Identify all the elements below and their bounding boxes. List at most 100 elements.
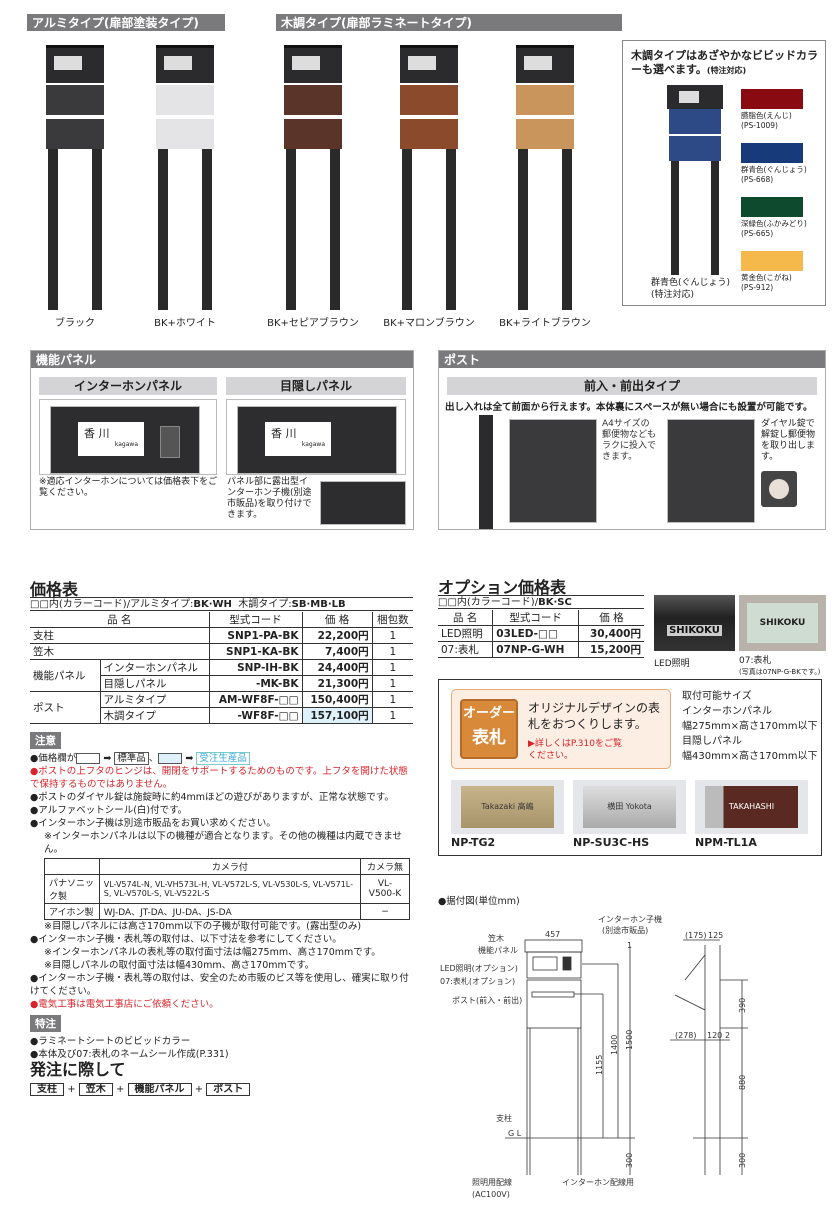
- color-swatch: [741, 251, 803, 271]
- function-panel-header: 機能パネル: [31, 351, 413, 368]
- row-code: SNP-IH-BK: [208, 659, 302, 676]
- post-type-title: 前入・前出タイプ: [447, 377, 817, 395]
- sample-text: TAKAHASHI: [705, 786, 798, 828]
- note-item: ●インターホン子機は別途市販品をお買い求めください。: [30, 818, 276, 829]
- led-caption: LED照明: [654, 659, 690, 669]
- row-name: 目隠しパネル: [99, 675, 210, 692]
- option-title: オプション価格表: [438, 578, 567, 597]
- row-code: -MK-BK: [208, 675, 302, 692]
- color-al: BK·WH: [193, 599, 232, 610]
- plus: +: [115, 1084, 125, 1095]
- badge-line2: 表札: [472, 728, 506, 748]
- nameplate-sample: 横田 Yokota: [573, 780, 686, 834]
- order-part: 笠木: [78, 1083, 113, 1096]
- color-note-text: □□内(カラーコード)/アルミタイプ:: [30, 599, 194, 610]
- post-section: ポスト 前入・前出タイプ 出し入れは全て前面から行えます。本体裏にスペースが無い…: [438, 350, 826, 530]
- order-formula: 支柱 + 笠木 + 機能パネル + ポスト: [30, 1080, 251, 1096]
- row-price: 21,300円: [301, 675, 373, 692]
- header-price: 価 格: [301, 612, 373, 628]
- row-price: 22,200円: [301, 627, 373, 644]
- led-photo-text: SHIKOKU: [667, 625, 722, 636]
- dim-1155: 1155: [595, 1055, 604, 1075]
- row-code: SNP1-PA-BK: [208, 627, 302, 644]
- nameplate-roman: kagawa: [301, 441, 325, 448]
- post-front-insert-photo: [509, 419, 597, 523]
- compat-header: カメラ付: [98, 858, 362, 875]
- post-insert-note: A4サイズの郵便物などもラクに投入できます。: [602, 419, 657, 462]
- swatch-label: 深緑色(ふかみどり)(PS-665): [741, 219, 807, 239]
- product-label: BK+ライトブラウン: [499, 318, 591, 329]
- swatch-name: 群青色(ぐんじょう): [741, 165, 807, 174]
- label-intercom-note: (別途市販品): [602, 925, 648, 935]
- product-label: ブラック: [55, 318, 95, 329]
- badge-line1: オーダー: [462, 706, 515, 721]
- intercom-panel-title: インターホンパネル: [39, 377, 217, 395]
- nameplate-photo-text: SHIKOKU: [747, 603, 818, 643]
- row-qty: 1: [371, 691, 413, 708]
- dim-1: 1: [627, 941, 632, 950]
- label-intercom: インターホン子機: [598, 914, 662, 924]
- nameplate: 香 川 kagawa: [265, 422, 331, 456]
- swatch-name: 深緑色(ふかみどり): [741, 219, 807, 228]
- option-color-note: □□内(カラーコード)/BK·SC: [438, 595, 644, 609]
- label-wiring-intercom: インターホン配線用: [562, 1177, 634, 1187]
- dim-120: 120: [707, 1031, 722, 1040]
- swatch-name: 臙脂色(えんじ): [741, 111, 792, 120]
- mailbox-product: [280, 45, 346, 310]
- header-qty: 梱包数: [371, 612, 413, 628]
- nameplate-kanji: 香 川: [271, 427, 297, 440]
- order-part: ポスト: [206, 1083, 251, 1096]
- row-group: 機能パネル: [30, 659, 100, 692]
- notes-header: 注意: [30, 732, 61, 749]
- vivid-caption: 群青色(ぐんじょう) (特注対応): [651, 277, 730, 301]
- note-item: ※目隠しパネルの取付面寸法は幅430mm、高さ170mmです。: [44, 960, 315, 971]
- label-ac: (AC100V): [472, 1190, 510, 1199]
- function-panel-section: 機能パネル インターホンパネル 目隠しパネル 香 川 kagawa 香 川 kaga…: [30, 350, 414, 530]
- compat-header: カメラ無: [360, 858, 410, 875]
- row-qty: 1: [371, 627, 413, 644]
- order-title: 発注に際して: [30, 1060, 126, 1079]
- blind-panel-note: パネル部に露出型インターホン子機(別途市販品)を取り付けできます。: [227, 477, 312, 520]
- note-item: ●ポストのダイヤル錠は施錠時に約4mmほどの遊びがありますが、正常な状態です。: [30, 792, 394, 803]
- dim-175: (175): [685, 931, 707, 940]
- mailbox-product: [512, 45, 578, 310]
- dim-1400: 1400: [610, 1035, 619, 1055]
- row-name: 木調タイプ: [99, 707, 210, 724]
- note-item: ●インターホン子機・表札等の取付は、安全のため市販のビス等を使用し、確実に取り付…: [30, 973, 409, 997]
- header-name: 品 名: [438, 610, 493, 626]
- label-led: LED照明(オプション): [440, 964, 518, 973]
- nameplate-caption-text: 07:表札: [739, 656, 772, 666]
- swatch-label: 黄金色(こがね)(PS-912): [741, 273, 792, 293]
- label-plate: 07:表札(オプション): [440, 976, 515, 986]
- special-header: 特注: [30, 1015, 61, 1032]
- intercom-panel-note: ※適応インターホンについては価格表下をご覧ください。: [39, 477, 218, 498]
- vivid-caption-note: (特注対応): [651, 290, 695, 300]
- blind-panel-title: 目隠しパネル: [226, 377, 406, 395]
- compat-no-camera: VL-V500-K: [360, 874, 410, 904]
- color-wood-label: 木調タイプ:: [238, 599, 292, 610]
- compat-header: [44, 858, 100, 875]
- wood-type-header: 木調タイプ(扉部ラミネートタイプ): [276, 14, 622, 31]
- nameplate-caption: 07:表札(写真は07NP-G-BKです。): [739, 656, 820, 678]
- color-swatch: [741, 89, 803, 109]
- size-line: 幅275mm×高さ170mm以下: [682, 721, 818, 732]
- custom-link[interactable]: ▶詳しくはP.310をご覧ください。: [528, 739, 622, 761]
- led-photo: SHIKOKU: [654, 595, 735, 651]
- plus: +: [194, 1084, 204, 1095]
- vivid-caption-text: 群青色(ぐんじょう): [651, 278, 731, 288]
- dim-width: 457: [545, 930, 560, 939]
- post-side-illustration: [479, 415, 493, 529]
- color-swatch: [741, 197, 803, 217]
- product-label: BK+ホワイト: [154, 318, 216, 329]
- special-item: ●ラミネートシートのビビッドカラー: [30, 1036, 191, 1047]
- size-line: 幅430mm×高さ170mm以下: [682, 751, 818, 762]
